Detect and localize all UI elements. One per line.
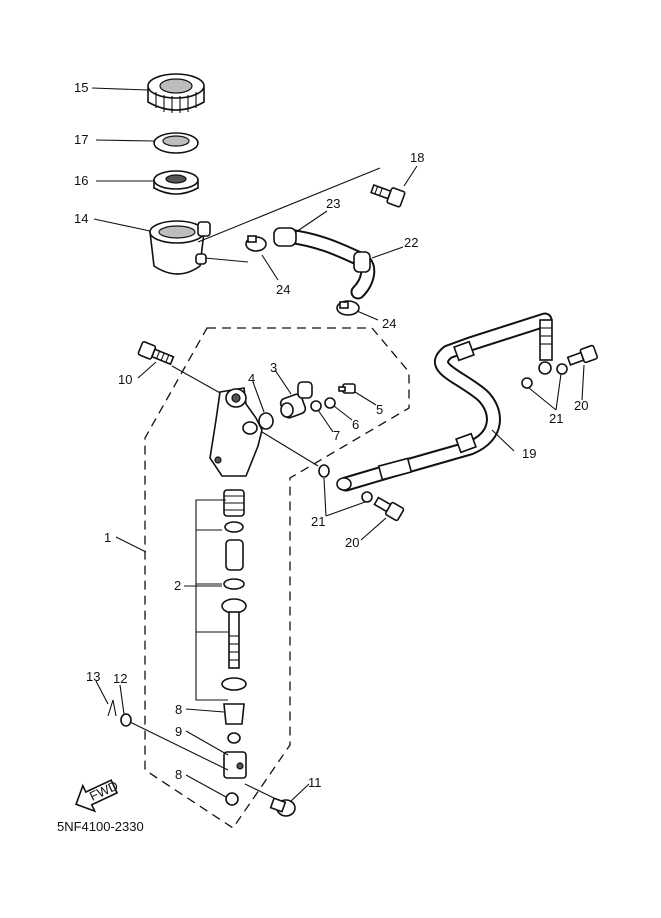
boot-8 (223, 703, 245, 725)
washer-21-upper-a (521, 377, 533, 389)
o-ring-4 (258, 412, 274, 430)
callout-15: 15 (74, 80, 88, 95)
assembly-group-outline (144, 327, 410, 829)
bolt-5 (338, 383, 356, 394)
callout-6: 6 (352, 417, 359, 432)
nut-9 (227, 732, 241, 744)
callout-5: 5 (376, 402, 383, 417)
clevis-pin-11 (269, 797, 296, 817)
mounting-bolt-10 (137, 341, 175, 366)
washer-21-upper-b (556, 363, 568, 375)
hose-clip-upper (245, 235, 267, 252)
callout-9: 9 (175, 724, 182, 739)
callout-4: 4 (248, 371, 255, 386)
brake-hose (336, 312, 553, 492)
master-cylinder-body (209, 387, 263, 477)
callout-18: 18 (410, 150, 424, 165)
callout-10: 10 (118, 372, 132, 387)
callout-17: 17 (74, 132, 88, 147)
callout-1: 1 (104, 530, 111, 545)
nut-8-lower (225, 792, 239, 806)
callout-24-lower: 24 (382, 316, 396, 331)
callout-16: 16 (74, 173, 88, 188)
diaphragm-plate (153, 132, 199, 154)
callout-labels: 15 17 16 14 18 23 22 24 24 10 4 3 5 6 7 … (74, 80, 588, 790)
callout-19: 19 (522, 446, 536, 461)
diagram-code: 5NF4100-2330 (57, 819, 144, 834)
callout-7: 7 (333, 428, 340, 443)
washer-21-lower-a (318, 464, 330, 478)
spring (223, 489, 245, 517)
hose-clip-lower (336, 300, 360, 316)
washer-7 (310, 400, 322, 412)
union-bolt-20-lower (373, 496, 405, 522)
callout-23: 23 (326, 196, 340, 211)
fwd-arrow: FWD (75, 778, 120, 813)
leader-lines (91, 87, 585, 803)
cup-seal (224, 521, 244, 533)
clevis (223, 751, 247, 779)
circlip (221, 677, 247, 691)
secondary-cup (223, 578, 245, 590)
bolt-18 (370, 184, 406, 208)
washer-21-lower-b (361, 491, 373, 503)
callout-21-lower: 21 (311, 514, 325, 529)
callout-13: 13 (86, 669, 100, 684)
callout-8-lower: 8 (175, 767, 182, 782)
reservoir-cap (147, 73, 205, 113)
cotter-pin-13 (107, 699, 117, 717)
hose-union-3 (279, 381, 313, 419)
callout-3: 3 (270, 360, 277, 375)
washer-12 (120, 713, 132, 727)
union-bolt-20-upper (566, 344, 599, 366)
callout-2: 2 (174, 578, 181, 593)
callout-12: 12 (113, 671, 127, 686)
reservoir-connection-line (197, 167, 381, 263)
reservoir-hose (273, 227, 376, 300)
callout-24-upper: 24 (276, 282, 290, 297)
callout-20-upper: 20 (574, 398, 588, 413)
callout-11: 11 (308, 775, 322, 790)
callout-20-lower: 20 (345, 535, 359, 550)
callout-8-upper: 8 (175, 702, 182, 717)
callout-21-upper: 21 (549, 411, 563, 426)
callout-14: 14 (74, 211, 88, 226)
push-rod (221, 598, 247, 669)
washer-6 (324, 397, 336, 409)
reservoir-tank (149, 220, 211, 275)
piston (225, 539, 244, 571)
diaphragm (153, 170, 199, 195)
parts-group-bracket (195, 499, 229, 701)
callout-22: 22 (404, 235, 418, 250)
